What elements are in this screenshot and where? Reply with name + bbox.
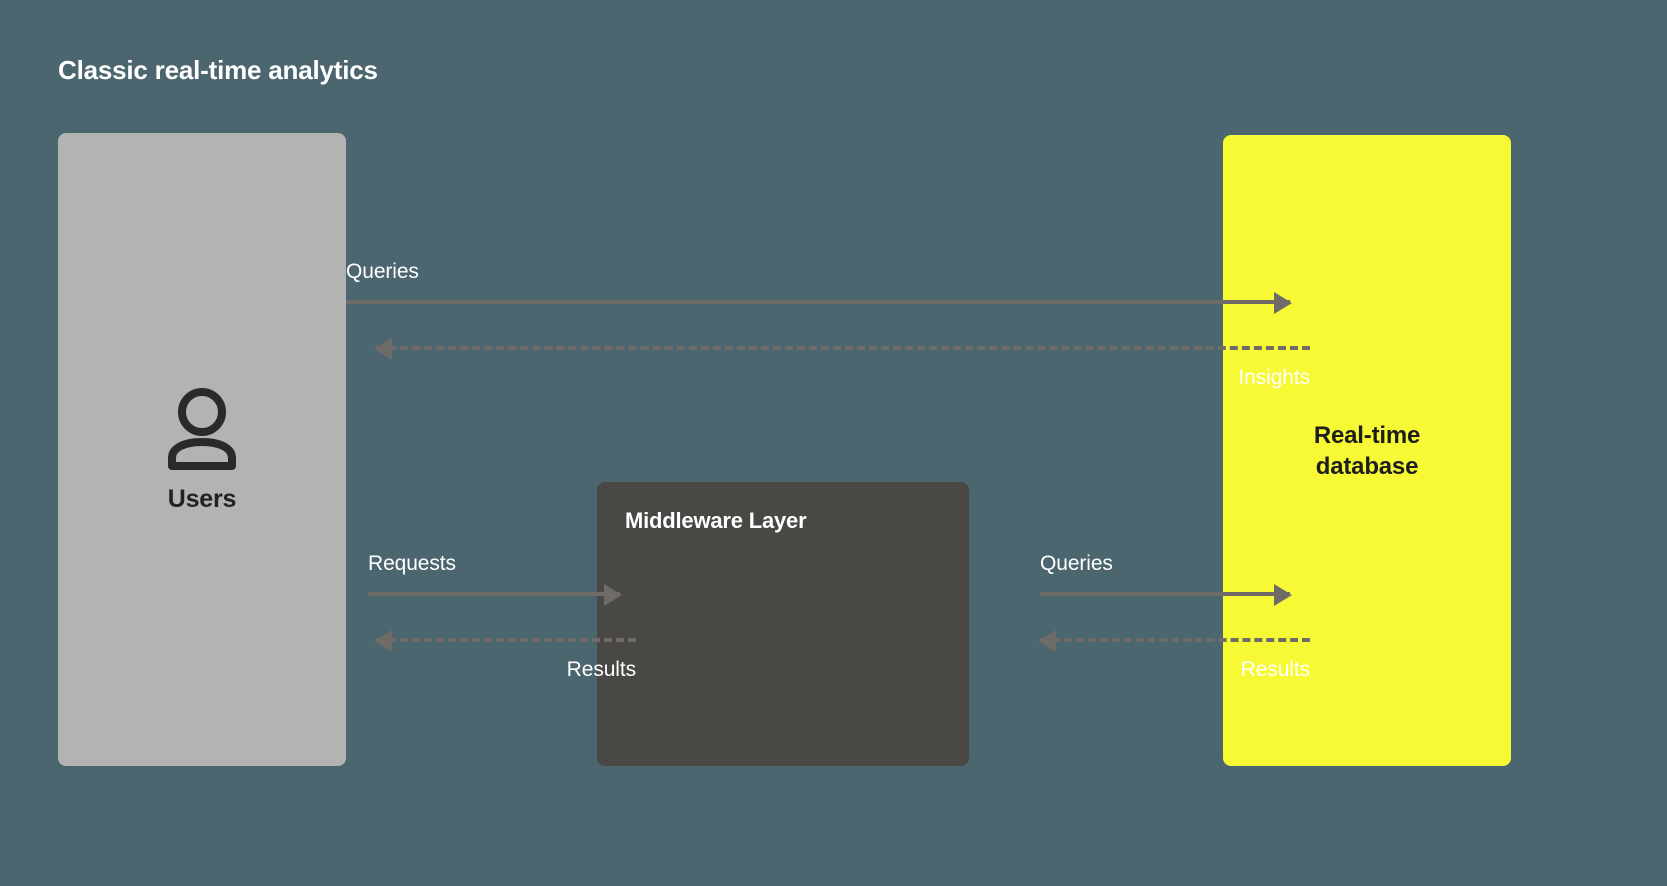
edge-line-dashed (376, 638, 636, 642)
arrowhead-left-icon (374, 338, 392, 360)
users-content: Users (58, 386, 346, 514)
node-database-label: Real-time database (1223, 419, 1511, 481)
node-users[interactable]: Users (58, 133, 346, 766)
user-icon (164, 386, 240, 475)
arrowhead-left-icon (374, 630, 392, 652)
node-database-label-line2: database (1315, 452, 1419, 480)
edge-line-solid (346, 300, 1290, 304)
edge-label-insights: Insights (1238, 366, 1310, 389)
node-database-label-line1: Real-time (1313, 421, 1421, 449)
arrowhead-right-icon (604, 584, 622, 606)
edge-line-solid (368, 592, 620, 596)
edge-label-queries-top: Queries (346, 260, 419, 283)
edge-line-dashed (1040, 638, 1310, 642)
edge-line-dashed (376, 346, 1310, 350)
node-middleware[interactable]: Middleware Layer (597, 482, 969, 766)
node-database[interactable]: Real-time database (1223, 135, 1511, 766)
edge-label-results-left: Results (566, 658, 636, 681)
edge-label-results-right: Results (1240, 658, 1310, 681)
edge-line-solid (1040, 592, 1290, 596)
edge-label-queries-bottom: Queries (1040, 552, 1113, 575)
edge-label-requests: Requests (368, 552, 456, 575)
arrowhead-right-icon (1274, 292, 1292, 314)
node-middleware-label: Middleware Layer (625, 508, 807, 533)
node-users-label: Users (167, 484, 237, 513)
arrowhead-left-icon (1038, 630, 1056, 652)
page-title: Classic real-time analytics (58, 55, 378, 85)
arrowhead-right-icon (1274, 584, 1292, 606)
